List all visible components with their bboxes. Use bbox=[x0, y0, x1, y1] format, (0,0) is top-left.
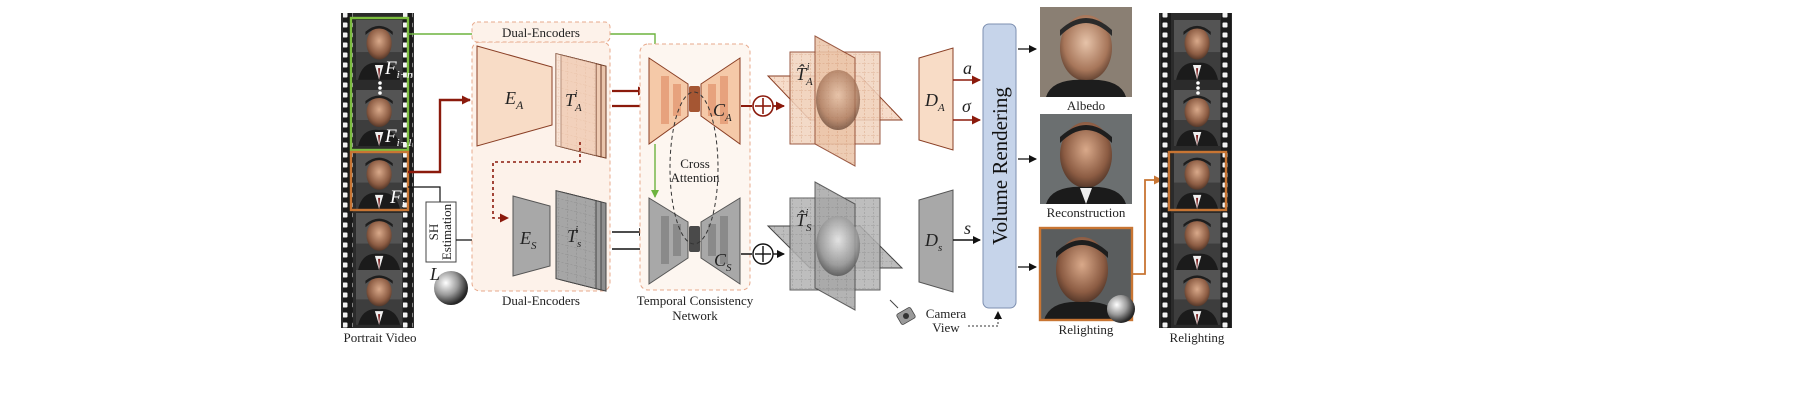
relit-frame-3 bbox=[1174, 152, 1221, 210]
cross-attention-label-line1: Cross bbox=[680, 156, 710, 171]
albedo-add-node bbox=[752, 95, 774, 117]
svg-text:T̂Ai: T̂Ai bbox=[796, 62, 813, 88]
ellipsis-dot bbox=[378, 86, 382, 90]
ellipsis-dot bbox=[1196, 81, 1200, 85]
shading-triplane: Tsi bbox=[555, 190, 607, 292]
video-frame-5 bbox=[356, 270, 403, 325]
density-output-label: σ bbox=[962, 96, 972, 116]
portrait-video-strip: Fi−n Fi−1 Fi Portrait Video bbox=[341, 13, 417, 345]
shading-decoder: Ds bbox=[918, 189, 954, 293]
svg-text:ES: ES bbox=[519, 228, 537, 252]
shading-add-node bbox=[752, 243, 774, 265]
relighting-output-image: Relighting bbox=[1038, 226, 1135, 337]
video-frame-4 bbox=[356, 213, 403, 271]
volume-rendering-label: Volume Rendering bbox=[988, 87, 1012, 245]
portrait-video-label: Portrait Video bbox=[344, 330, 417, 345]
camera-icon bbox=[889, 299, 916, 325]
albedo-output-label: a bbox=[963, 58, 972, 78]
sh-label-line1: SH bbox=[426, 224, 441, 241]
svg-text:DA: DA bbox=[924, 90, 945, 114]
cross-attention-label-line2: Attention bbox=[670, 170, 720, 185]
relighting-sphere-icon bbox=[1107, 295, 1135, 323]
sh-estimation-box: SH Estimation bbox=[425, 201, 457, 263]
svg-text:Tsi: Tsi bbox=[567, 225, 581, 250]
reconstruction-label: Reconstruction bbox=[1047, 205, 1126, 220]
dual-encoders-title-box bbox=[471, 21, 611, 43]
light-sphere: L bbox=[429, 264, 468, 305]
albedo-triplane: TAi bbox=[555, 53, 607, 159]
svg-text:Ds: Ds bbox=[924, 230, 942, 254]
frame-to-albedo-encoder-arrow bbox=[408, 95, 471, 174]
temporal-network-label-line1: Temporal Consistency bbox=[637, 293, 754, 308]
label-frame-i-minus-n: Fi−n bbox=[384, 58, 413, 81]
volume-rendering-block: Volume Rendering bbox=[982, 23, 1017, 309]
dual-encoders-title-top: Dual-Encoders bbox=[502, 25, 580, 40]
relit-frame-2 bbox=[1174, 90, 1221, 146]
frame-to-sh-line bbox=[408, 186, 441, 202]
ellipsis-dot bbox=[1196, 86, 1200, 90]
label-frame-i-minus-1: Fi−1 bbox=[384, 126, 413, 149]
relit-frame-5 bbox=[1174, 270, 1221, 325]
albedo-output-image: Albedo bbox=[1040, 7, 1132, 113]
ellipsis-dot bbox=[378, 81, 382, 85]
temporal-network-label-line2: Network bbox=[672, 308, 718, 323]
relit-frame-1 bbox=[1174, 20, 1221, 80]
refined-shading-triplane: T̂Si bbox=[766, 181, 904, 311]
albedo-encoder: EA bbox=[476, 45, 553, 147]
svg-text:T̂Si: T̂Si bbox=[796, 208, 812, 234]
albedo-to-shading-dashed-arrow bbox=[492, 142, 581, 223]
albedo-consistency-network: CA bbox=[648, 57, 741, 145]
svg-text:CA: CA bbox=[713, 100, 732, 124]
relighting-strip-label: Relighting bbox=[1170, 330, 1225, 345]
cross-attention: Cross Attention bbox=[669, 91, 720, 245]
dual-encoders-title-bottom: Dual-Encoders bbox=[502, 293, 580, 308]
relit-current-frame-highlight bbox=[1167, 150, 1228, 212]
camera-to-rendering-arrow bbox=[968, 311, 1002, 327]
shading-encoder: ES bbox=[512, 195, 551, 277]
refined-albedo-triplane: T̂Ai bbox=[766, 35, 904, 167]
shading-output-label: s bbox=[964, 218, 971, 238]
svg-text:EA: EA bbox=[504, 88, 524, 112]
relighting-output-label: Relighting bbox=[1059, 322, 1114, 337]
albedo-decoder: DA bbox=[918, 47, 954, 151]
camera-view-label-line1: Camera bbox=[926, 306, 967, 321]
sh-label-line2: Estimation bbox=[439, 203, 454, 260]
ellipsis-dot bbox=[1196, 91, 1200, 95]
light-label: L bbox=[429, 264, 440, 284]
svg-text:CS: CS bbox=[714, 250, 732, 274]
camera-view-label-line2: View bbox=[932, 320, 960, 335]
label-frame-i: Fi bbox=[389, 187, 405, 210]
albedo-label: Albedo bbox=[1067, 98, 1105, 113]
ellipsis-dot bbox=[378, 91, 382, 95]
svg-text:TAi: TAi bbox=[565, 89, 582, 114]
relighting-to-strip-arrow bbox=[1132, 175, 1163, 275]
previous-frames-highlight bbox=[349, 16, 410, 152]
relighting-video-strip: Relighting bbox=[1159, 13, 1232, 345]
relit-frame-4 bbox=[1174, 213, 1221, 271]
shading-consistency-network: CS bbox=[648, 197, 741, 285]
current-frame-highlight bbox=[349, 150, 410, 212]
reconstruction-output-image: Reconstruction bbox=[1040, 114, 1132, 220]
